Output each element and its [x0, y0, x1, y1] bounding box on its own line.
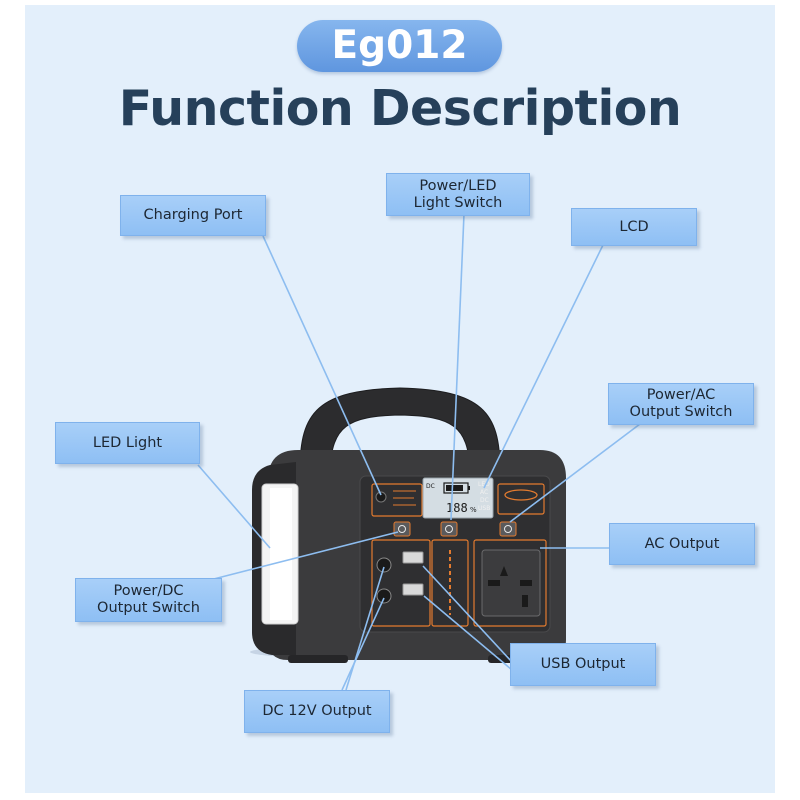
- callout-led-light: LED Light: [55, 422, 200, 464]
- dc-output-panel: [371, 539, 431, 627]
- power-ac-icon: [504, 525, 512, 533]
- foot-left: [288, 655, 348, 663]
- callout-power-led-switch: Power/LED Light Switch: [386, 173, 530, 216]
- lcd-unit: %: [470, 506, 477, 514]
- callout-power-ac-switch: Power/AC Output Switch: [608, 383, 754, 425]
- dc-port-1[interactable]: [376, 557, 392, 573]
- callout-usb-output: USB Output: [510, 643, 656, 686]
- model-badge: Eg012: [297, 20, 502, 72]
- leader-lcd: [483, 244, 604, 489]
- power-dc-button[interactable]: [393, 521, 411, 537]
- lcd-dc-label: DC: [426, 483, 435, 490]
- led-light-glow: [270, 488, 292, 620]
- ac-socket-slot-top: [500, 566, 508, 576]
- charging-port-icon: [375, 491, 387, 503]
- ac-socket-slot-right: [520, 580, 532, 586]
- callout-power-dc-switch: Power/DC Output Switch: [75, 578, 222, 622]
- leader-lines: [197, 213, 641, 691]
- brand-logo-icon: [504, 489, 538, 501]
- usb-port-2[interactable]: [402, 583, 424, 596]
- callout-dc-output: DC 12V Output: [244, 690, 390, 733]
- leader-power-dc: [201, 531, 399, 583]
- callout-ac-output: AC Output: [609, 523, 755, 565]
- lcd-percentage: 188: [446, 501, 468, 515]
- usb-output-panel: [431, 539, 469, 627]
- lcd-label-usb: USB: [478, 505, 490, 512]
- lcd-label-ac: AC: [480, 489, 488, 496]
- leader-charging-port: [262, 235, 382, 496]
- ac-socket-slot-bottom: [522, 595, 528, 607]
- callout-charging-port: Charging Port: [120, 195, 266, 236]
- ac-output-panel: [473, 539, 547, 627]
- page-title: Function Description: [118, 80, 682, 137]
- lcd-label-dc: DC: [480, 497, 489, 504]
- lcd-screen: [422, 477, 494, 519]
- power-led-icon: [445, 525, 453, 533]
- power-ac-button[interactable]: [499, 521, 517, 537]
- charging-port-panel: [371, 483, 423, 517]
- leader-usb-1: [422, 565, 513, 663]
- power-dc-icon: [398, 525, 406, 533]
- leader-dc-2: [345, 566, 385, 691]
- ac-socket-slot-left: [488, 580, 500, 586]
- leader-usb-2: [423, 595, 513, 671]
- callout-lcd: LCD: [571, 208, 697, 246]
- dc-port-2[interactable]: [376, 588, 392, 604]
- leader-dc-1: [341, 597, 385, 691]
- power-led-button[interactable]: [440, 521, 458, 537]
- leader-power-ac: [509, 423, 641, 523]
- leader-power-led: [450, 213, 465, 521]
- usb-port-1[interactable]: [402, 551, 424, 564]
- lcd-label-led: LED: [478, 481, 490, 488]
- leader-led-light: [197, 464, 271, 549]
